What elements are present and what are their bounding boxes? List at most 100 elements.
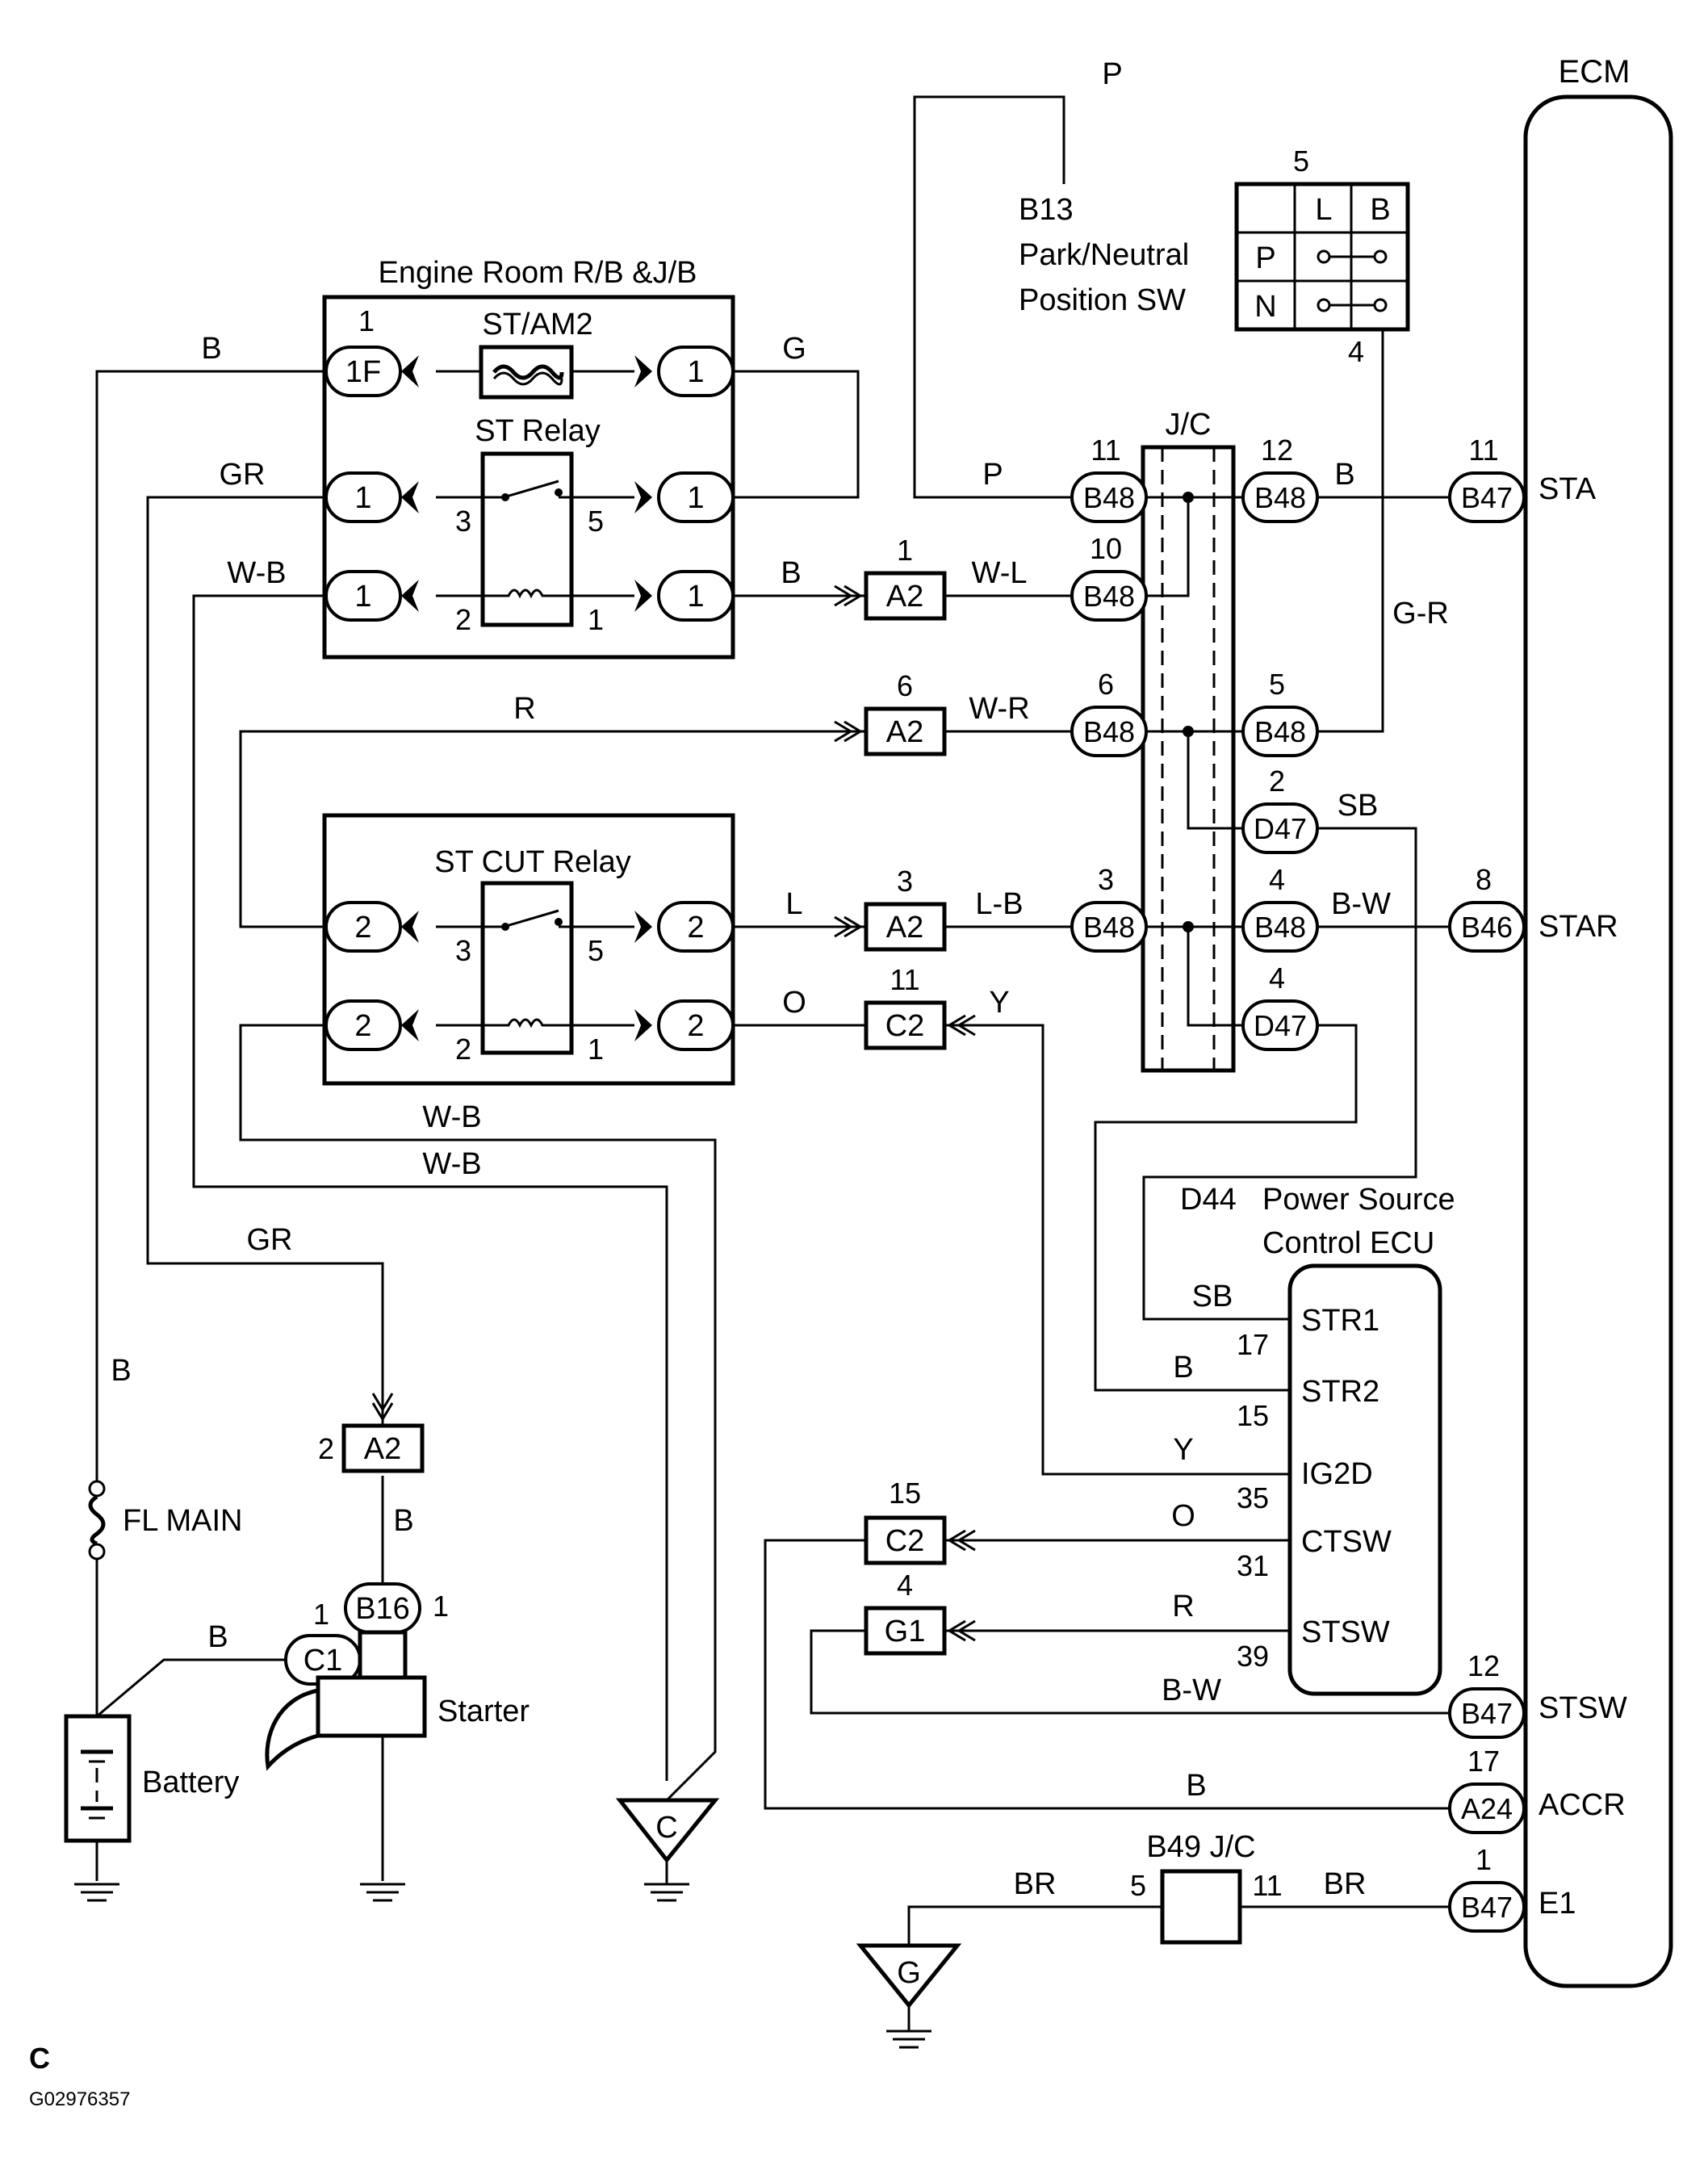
power-source-line2: Control ECU xyxy=(1262,1226,1434,1260)
connector-b47-stsw: B47 xyxy=(1461,1697,1513,1730)
connector-b48-3: B48 xyxy=(1083,911,1135,944)
pin-b47-1: 1 xyxy=(1476,1843,1492,1876)
pin-a2-6: 6 xyxy=(897,669,913,702)
wire-gr-dash: G-R xyxy=(1392,597,1449,630)
pin-a2-3: 3 xyxy=(897,865,913,898)
pin-b48-10: 10 xyxy=(1090,532,1122,565)
pin-b47-12: 12 xyxy=(1467,1649,1500,1682)
wire-l: L xyxy=(785,887,802,921)
wire-sb-d47: SB xyxy=(1338,789,1379,823)
ecm-label: ECM xyxy=(1559,54,1631,90)
wire-labels: B G GR W-B B W-L P B G-R R W-R SB L L-B … xyxy=(111,332,1449,1901)
wire-b-main: B xyxy=(111,1354,131,1388)
b13-pin-4: 4 xyxy=(1348,335,1364,368)
d44-code: D44 xyxy=(1180,1183,1237,1217)
connector-b48-10: B48 xyxy=(1083,580,1135,613)
wire-g: G xyxy=(782,332,806,366)
wire-br-right: BR xyxy=(1324,1867,1367,1901)
pin-a2-1: 1 xyxy=(897,534,913,567)
connector-b48-5: B48 xyxy=(1254,715,1306,748)
ground-c-label: C xyxy=(655,1811,677,1845)
connector-b16: B16 xyxy=(355,1592,410,1626)
connector-a2-6: A2 xyxy=(886,715,923,749)
b49-jc: B49 J/C 5 11 xyxy=(1130,1830,1283,1945)
park-label-line2: Position SW xyxy=(1019,283,1186,317)
wire-wb-lower: W-B xyxy=(422,1147,481,1181)
jc-connectors: B48 11 B48 10 B48 6 B48 3 B48 12 B48 5 D… xyxy=(1070,434,1319,1051)
wire-o-relay: O xyxy=(782,986,806,1020)
connector-d47-4: D47 xyxy=(1254,1009,1307,1042)
connector-b48-6: B48 xyxy=(1083,715,1135,748)
connector-a2-2: A2 xyxy=(364,1432,401,1466)
st-cut-connector-r: 2 xyxy=(354,911,371,945)
pin-c2-15: 15 xyxy=(889,1477,921,1510)
wire-b-str2: B xyxy=(1173,1351,1193,1385)
st-cut-pin-1: 1 xyxy=(588,1033,604,1066)
st-cut-connector-wb: 2 xyxy=(354,1009,371,1043)
pin-b48-6: 6 xyxy=(1098,668,1114,701)
switch-row-n: N xyxy=(1254,290,1276,324)
ecm-terminal-sta: STA xyxy=(1538,472,1597,506)
connector-1f-pin: 1 xyxy=(358,304,375,337)
wire-b-relay: B xyxy=(781,556,801,590)
b49-pin-5: 5 xyxy=(1130,1869,1146,1902)
psc-pin-17: 17 xyxy=(1237,1328,1269,1361)
connector-g-out: 1 xyxy=(687,355,704,389)
psc-pin-35: 35 xyxy=(1237,1481,1269,1514)
connector-gr-in: 1 xyxy=(354,481,371,515)
st-relay-pin-3: 3 xyxy=(455,505,471,538)
ecm-terminal-star: STAR xyxy=(1538,910,1618,944)
st-cut-connector-o: 2 xyxy=(687,1009,704,1043)
pin-d47-4: 4 xyxy=(1269,961,1285,995)
wire-o-ctsw: O xyxy=(1171,1499,1195,1533)
st-cut-relay-label: ST CUT Relay xyxy=(434,845,631,879)
pin-b16-1: 1 xyxy=(433,1590,449,1623)
wire-wr: W-R xyxy=(969,692,1029,726)
park-label-line1: Park/Neutral xyxy=(1019,238,1189,272)
starter-label: Starter xyxy=(437,1695,530,1728)
connector-c2-15: C2 xyxy=(885,1524,925,1558)
wire-b-starter: B xyxy=(393,1504,413,1538)
connector-wb-in: 1 xyxy=(354,580,371,614)
pin-b48-4: 4 xyxy=(1269,863,1285,896)
b13-pin-5: 5 xyxy=(1293,145,1309,178)
ecm-terminal-accr: ACCR xyxy=(1538,1788,1626,1822)
ecm-connectors: B47 11 B46 8 B47 12 A24 17 B47 1 xyxy=(1448,434,1526,1933)
wire-b-c1: B xyxy=(207,1620,228,1654)
wire-y-ig2d: Y xyxy=(1173,1433,1193,1467)
pin-b48-5: 5 xyxy=(1269,668,1285,701)
connector-a2-3: A2 xyxy=(886,911,923,945)
wire-label-p-top: P xyxy=(1102,57,1122,91)
switch-header-b: B xyxy=(1370,193,1390,227)
ecm: ECM STA STAR STSW ACCR E1 xyxy=(1523,54,1673,1988)
b13-code: B13 xyxy=(1019,193,1074,227)
wire-bw-stsw: B-W xyxy=(1162,1674,1221,1707)
psc-terminal-ctsw: CTSW xyxy=(1301,1525,1392,1559)
b49-pin-11: 11 xyxy=(1252,1869,1282,1902)
st-cut-pin-2: 2 xyxy=(455,1033,471,1066)
power-source-control-ecu: D44 Power Source Control ECU STR1 STR2 I… xyxy=(1180,1183,1455,1696)
connector-b47-e1: B47 xyxy=(1461,1891,1513,1924)
connector-1f: 1F xyxy=(345,355,381,389)
st-relay-pin-1: 1 xyxy=(588,603,604,636)
psc-pin-31: 31 xyxy=(1237,1549,1269,1582)
st-cut-pin-5: 5 xyxy=(588,934,604,967)
inline-connectors: A2 1 A2 6 A2 3 C2 11 C2 15 G1 4 A2 2 xyxy=(318,534,976,1656)
connector-c2-11: C2 xyxy=(885,1009,925,1043)
st-am2-label: ST/AM2 xyxy=(482,308,592,341)
fl-main-label: FL MAIN xyxy=(123,1504,243,1538)
pin-b48-12: 12 xyxy=(1261,434,1293,467)
connector-b48-12: B48 xyxy=(1254,481,1306,514)
park-neutral-switch: L B P N B13 Park/Neutral Position SW 5 4 xyxy=(1019,145,1410,368)
psc-pin-39: 39 xyxy=(1237,1640,1269,1673)
pin-d47-2: 2 xyxy=(1269,765,1285,798)
pin-g1-4: 4 xyxy=(897,1569,913,1602)
wire-wb-top: W-B xyxy=(227,556,286,590)
pin-c1-1: 1 xyxy=(313,1598,329,1631)
wires xyxy=(95,95,1450,1946)
b49-jc-label: B49 J/C xyxy=(1146,1830,1255,1864)
wire-p-jc: P xyxy=(982,458,1003,492)
connector-b48-11: B48 xyxy=(1083,481,1135,514)
jc-label: J/C xyxy=(1166,408,1212,442)
